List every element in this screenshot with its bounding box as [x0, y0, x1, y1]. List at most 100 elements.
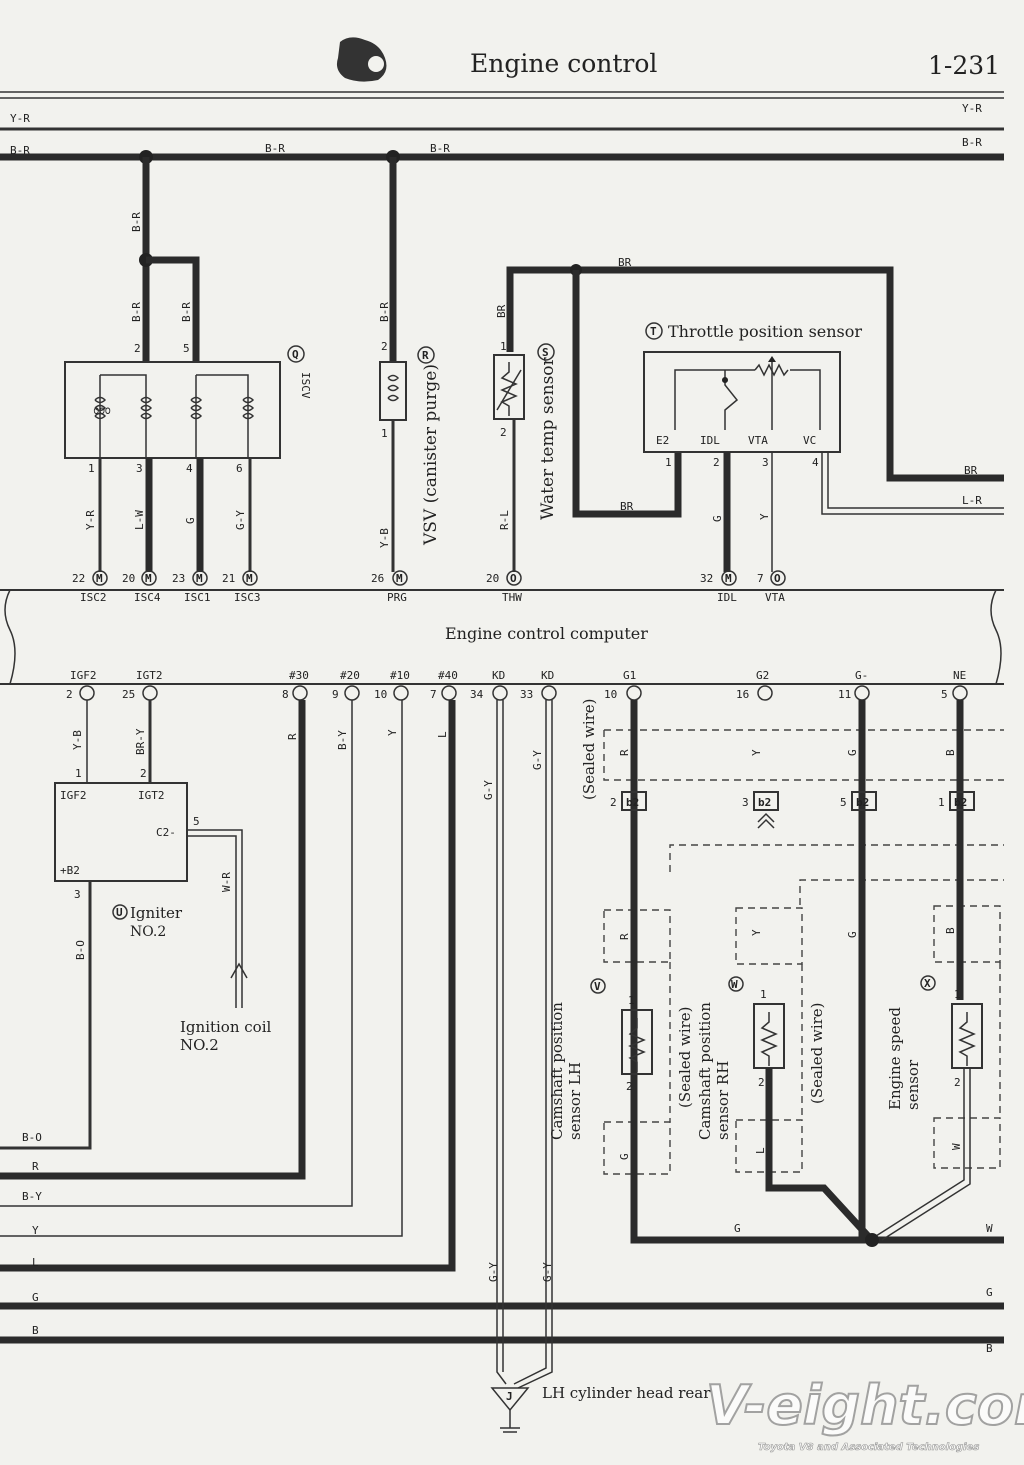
- es-pin-1: 1: [954, 988, 961, 1001]
- svg-text:b2: b2: [954, 796, 967, 809]
- svg-text:M: M: [725, 572, 732, 585]
- wire-cam-rh-l: L: [754, 1147, 767, 1154]
- iscv-id: Q: [292, 348, 299, 361]
- svg-text:b2: b2: [626, 796, 639, 809]
- wire-tps-br-right: BR: [964, 464, 978, 477]
- tps-name: Throttle position sensor: [668, 322, 862, 341]
- wire-kd-gy3: G-Y: [487, 1262, 500, 1282]
- svg-text:8: 8: [282, 688, 289, 701]
- wire-kd-gy1: G-Y: [482, 780, 495, 800]
- wire-kd-gy4: G-Y: [541, 1262, 554, 1282]
- svg-text:20: 20: [122, 572, 135, 585]
- svg-text:21: 21: [222, 572, 235, 585]
- svg-text:NE: NE: [953, 669, 966, 682]
- svg-text:9: 9: [332, 688, 339, 701]
- igniter-id: U: [116, 906, 123, 919]
- cam-rh-name: Camshaft position sensor RH: [696, 1002, 732, 1140]
- igniter-sub: NO.2: [130, 924, 166, 940]
- svg-text:#30: #30: [289, 669, 309, 682]
- wire-es-w: W: [950, 1143, 963, 1150]
- svg-text:26: 26: [371, 572, 384, 585]
- cam-lh-pin-2: 2: [626, 1080, 633, 1093]
- tps-id: T: [650, 325, 657, 338]
- svg-text:b2: b2: [856, 796, 869, 809]
- es-id-circle: [920, 975, 936, 991]
- tps-pin-e2: E2: [656, 434, 669, 447]
- wts-pin-1: 1: [500, 340, 507, 353]
- wire-right-b: B: [986, 1342, 993, 1355]
- svg-text:G-: G-: [855, 669, 868, 682]
- ign-pin-c2: C2-: [156, 826, 176, 839]
- igniter-name: Igniter: [130, 904, 183, 922]
- svg-text:V-eight.com: V-eight.com: [706, 1374, 1024, 1437]
- wire-cam-lh-g: G: [618, 1153, 631, 1160]
- bus-label-right-yr: Y-R: [962, 102, 982, 115]
- igniter-box: [54, 782, 188, 882]
- es-pin-2: 2: [954, 1076, 961, 1089]
- igniter-id-circle: [112, 904, 128, 920]
- tps-id-circle: [645, 322, 663, 340]
- svg-text:KD: KD: [541, 669, 554, 682]
- wire-sensor-y1: Y: [750, 749, 763, 756]
- wire-isc-yr: Y-R: [84, 510, 97, 530]
- ground-label: LH cylinder head rear: [542, 1384, 711, 1402]
- bus-label-right-br: B-R: [962, 136, 982, 149]
- svg-text:34: 34: [470, 688, 484, 701]
- left-bus-r: R: [32, 1160, 39, 1173]
- tps-pin-vta: VTA: [748, 434, 768, 447]
- vsv-id: R: [422, 349, 429, 362]
- svg-text:10: 10: [374, 688, 387, 701]
- tps-pinnum-1: 1: [665, 456, 672, 469]
- ecu-bottom-pins: IGF2 2 IGT2 25 #30 8 #20 9 #10 10 #40 7 …: [66, 669, 968, 701]
- ign-pinnum-1: 1: [75, 767, 82, 780]
- iscv-box: [64, 361, 281, 459]
- iscv-id-circle: [287, 345, 305, 363]
- iscv-name: ISCV: [299, 372, 312, 399]
- wire-sensor-g-bottom: G: [734, 1222, 741, 1235]
- svg-text:20: 20: [486, 572, 499, 585]
- svg-text:32: 32: [700, 572, 713, 585]
- ign-pinnum-2: 2: [140, 767, 147, 780]
- cam-lh-id: V: [594, 980, 601, 993]
- vsv-pin-2: 2: [381, 340, 388, 353]
- wire-right-g: G: [986, 1286, 993, 1299]
- left-bus-y: Y: [32, 1224, 39, 1237]
- wire-isc-g: G: [184, 517, 197, 524]
- ecu-label: Engine control computer: [445, 624, 648, 643]
- svg-text:M: M: [196, 572, 203, 585]
- wire-l: L: [436, 731, 449, 738]
- es-box: [951, 1003, 983, 1069]
- svg-text:M: M: [396, 572, 403, 585]
- wire-sensor-g2: G: [846, 931, 859, 938]
- wts-id: S: [542, 346, 549, 359]
- wire-tps-br-top: BR: [618, 256, 632, 269]
- svg-text:THW: THW: [502, 591, 522, 604]
- isc-pin-2: 2: [134, 342, 141, 355]
- svg-text:2: 2: [610, 796, 617, 809]
- sealed-wire-3: (Sealed wire): [808, 1002, 826, 1104]
- isc-pin-4: 4: [186, 462, 193, 475]
- wire-by: B-Y: [336, 730, 349, 750]
- left-bus-l: L: [32, 1256, 39, 1269]
- svg-text:b2: b2: [758, 796, 771, 809]
- isc-pin-1: 1: [88, 462, 95, 475]
- tps-pinnum-4: 4: [812, 456, 819, 469]
- svg-text:O: O: [510, 572, 517, 585]
- wts-name: Water temp sensor: [538, 356, 558, 520]
- wire-wts-rl: R-L: [498, 510, 511, 530]
- wire-isc-br2: B-R: [130, 302, 143, 322]
- ign-pin-b2: +B2: [60, 864, 80, 877]
- wire-ign-yb: Y-B: [71, 730, 84, 750]
- bus-label-br-2: B-R: [265, 142, 285, 155]
- wire-sensor-r1: R: [618, 749, 631, 756]
- header-logo: [336, 37, 387, 82]
- ign-pinnum-5: 5: [193, 815, 200, 828]
- coil-name: Ignition coil NO.2: [180, 1018, 271, 1054]
- wire-r: R: [286, 733, 299, 740]
- svg-text:KD: KD: [492, 669, 505, 682]
- cam-rh-id-circle: [728, 976, 744, 992]
- ign-pin-igf2: IGF2: [60, 789, 87, 802]
- svg-text:23: 23: [172, 572, 185, 585]
- svg-text:11: 11: [838, 688, 851, 701]
